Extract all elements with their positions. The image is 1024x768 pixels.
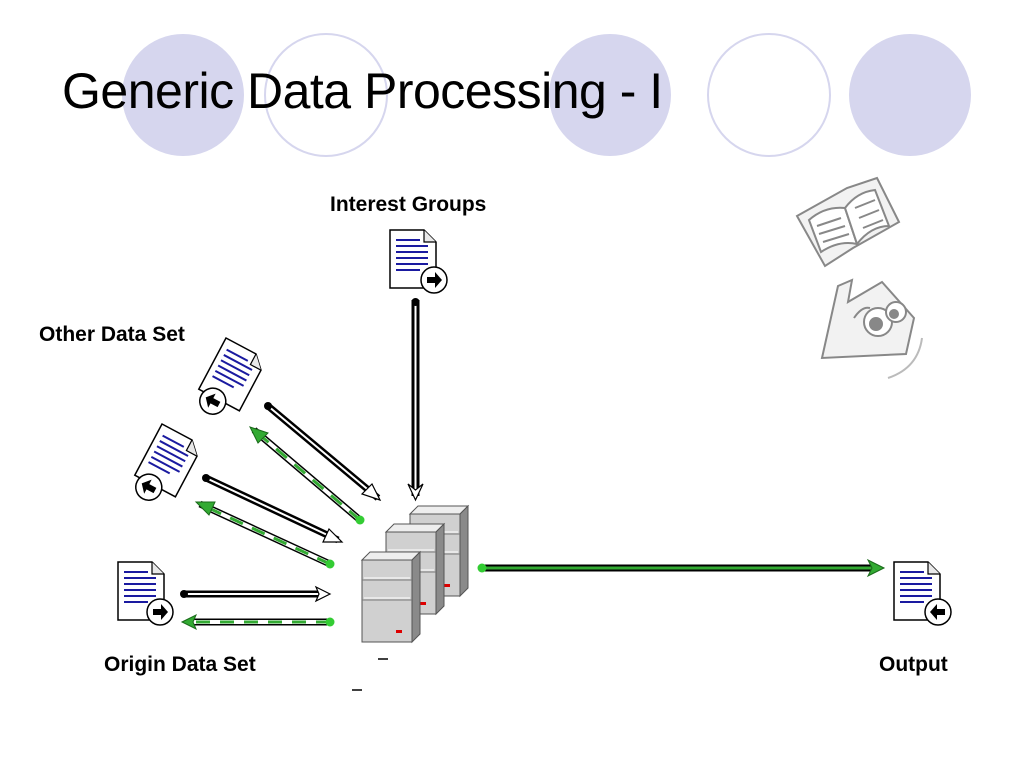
- document-import-icon: [194, 337, 268, 420]
- connector-other2-to-servers: [202, 474, 344, 544]
- connector-servers-to-other1: [249, 426, 365, 525]
- connector-other1-to-servers: [264, 402, 382, 502]
- origin-data-set-label: Origin Data Set: [104, 653, 256, 676]
- connector-interest-to-servers: [407, 298, 424, 502]
- other-data-set-label: Other Data Set: [39, 323, 185, 346]
- eye-reading-icon: [820, 278, 923, 379]
- server-stack-icon: [352, 505, 469, 691]
- document-import-icon: [893, 561, 952, 626]
- connector-origin-to-servers: [180, 585, 332, 603]
- connector-servers-to-output: [477, 558, 886, 578]
- interest-groups-label: Interest Groups: [330, 193, 487, 216]
- connector-servers-to-origin: [180, 613, 335, 631]
- output-label: Output: [879, 653, 948, 676]
- document-export-icon: [117, 561, 174, 626]
- document-import-icon: [130, 423, 204, 506]
- decorative-circles: [122, 33, 971, 157]
- connector-servers-to-other2: [194, 500, 335, 569]
- book-icon: [795, 176, 901, 268]
- document-export-icon: [389, 229, 448, 294]
- slide-title: Generic Data Processing - I: [62, 63, 663, 119]
